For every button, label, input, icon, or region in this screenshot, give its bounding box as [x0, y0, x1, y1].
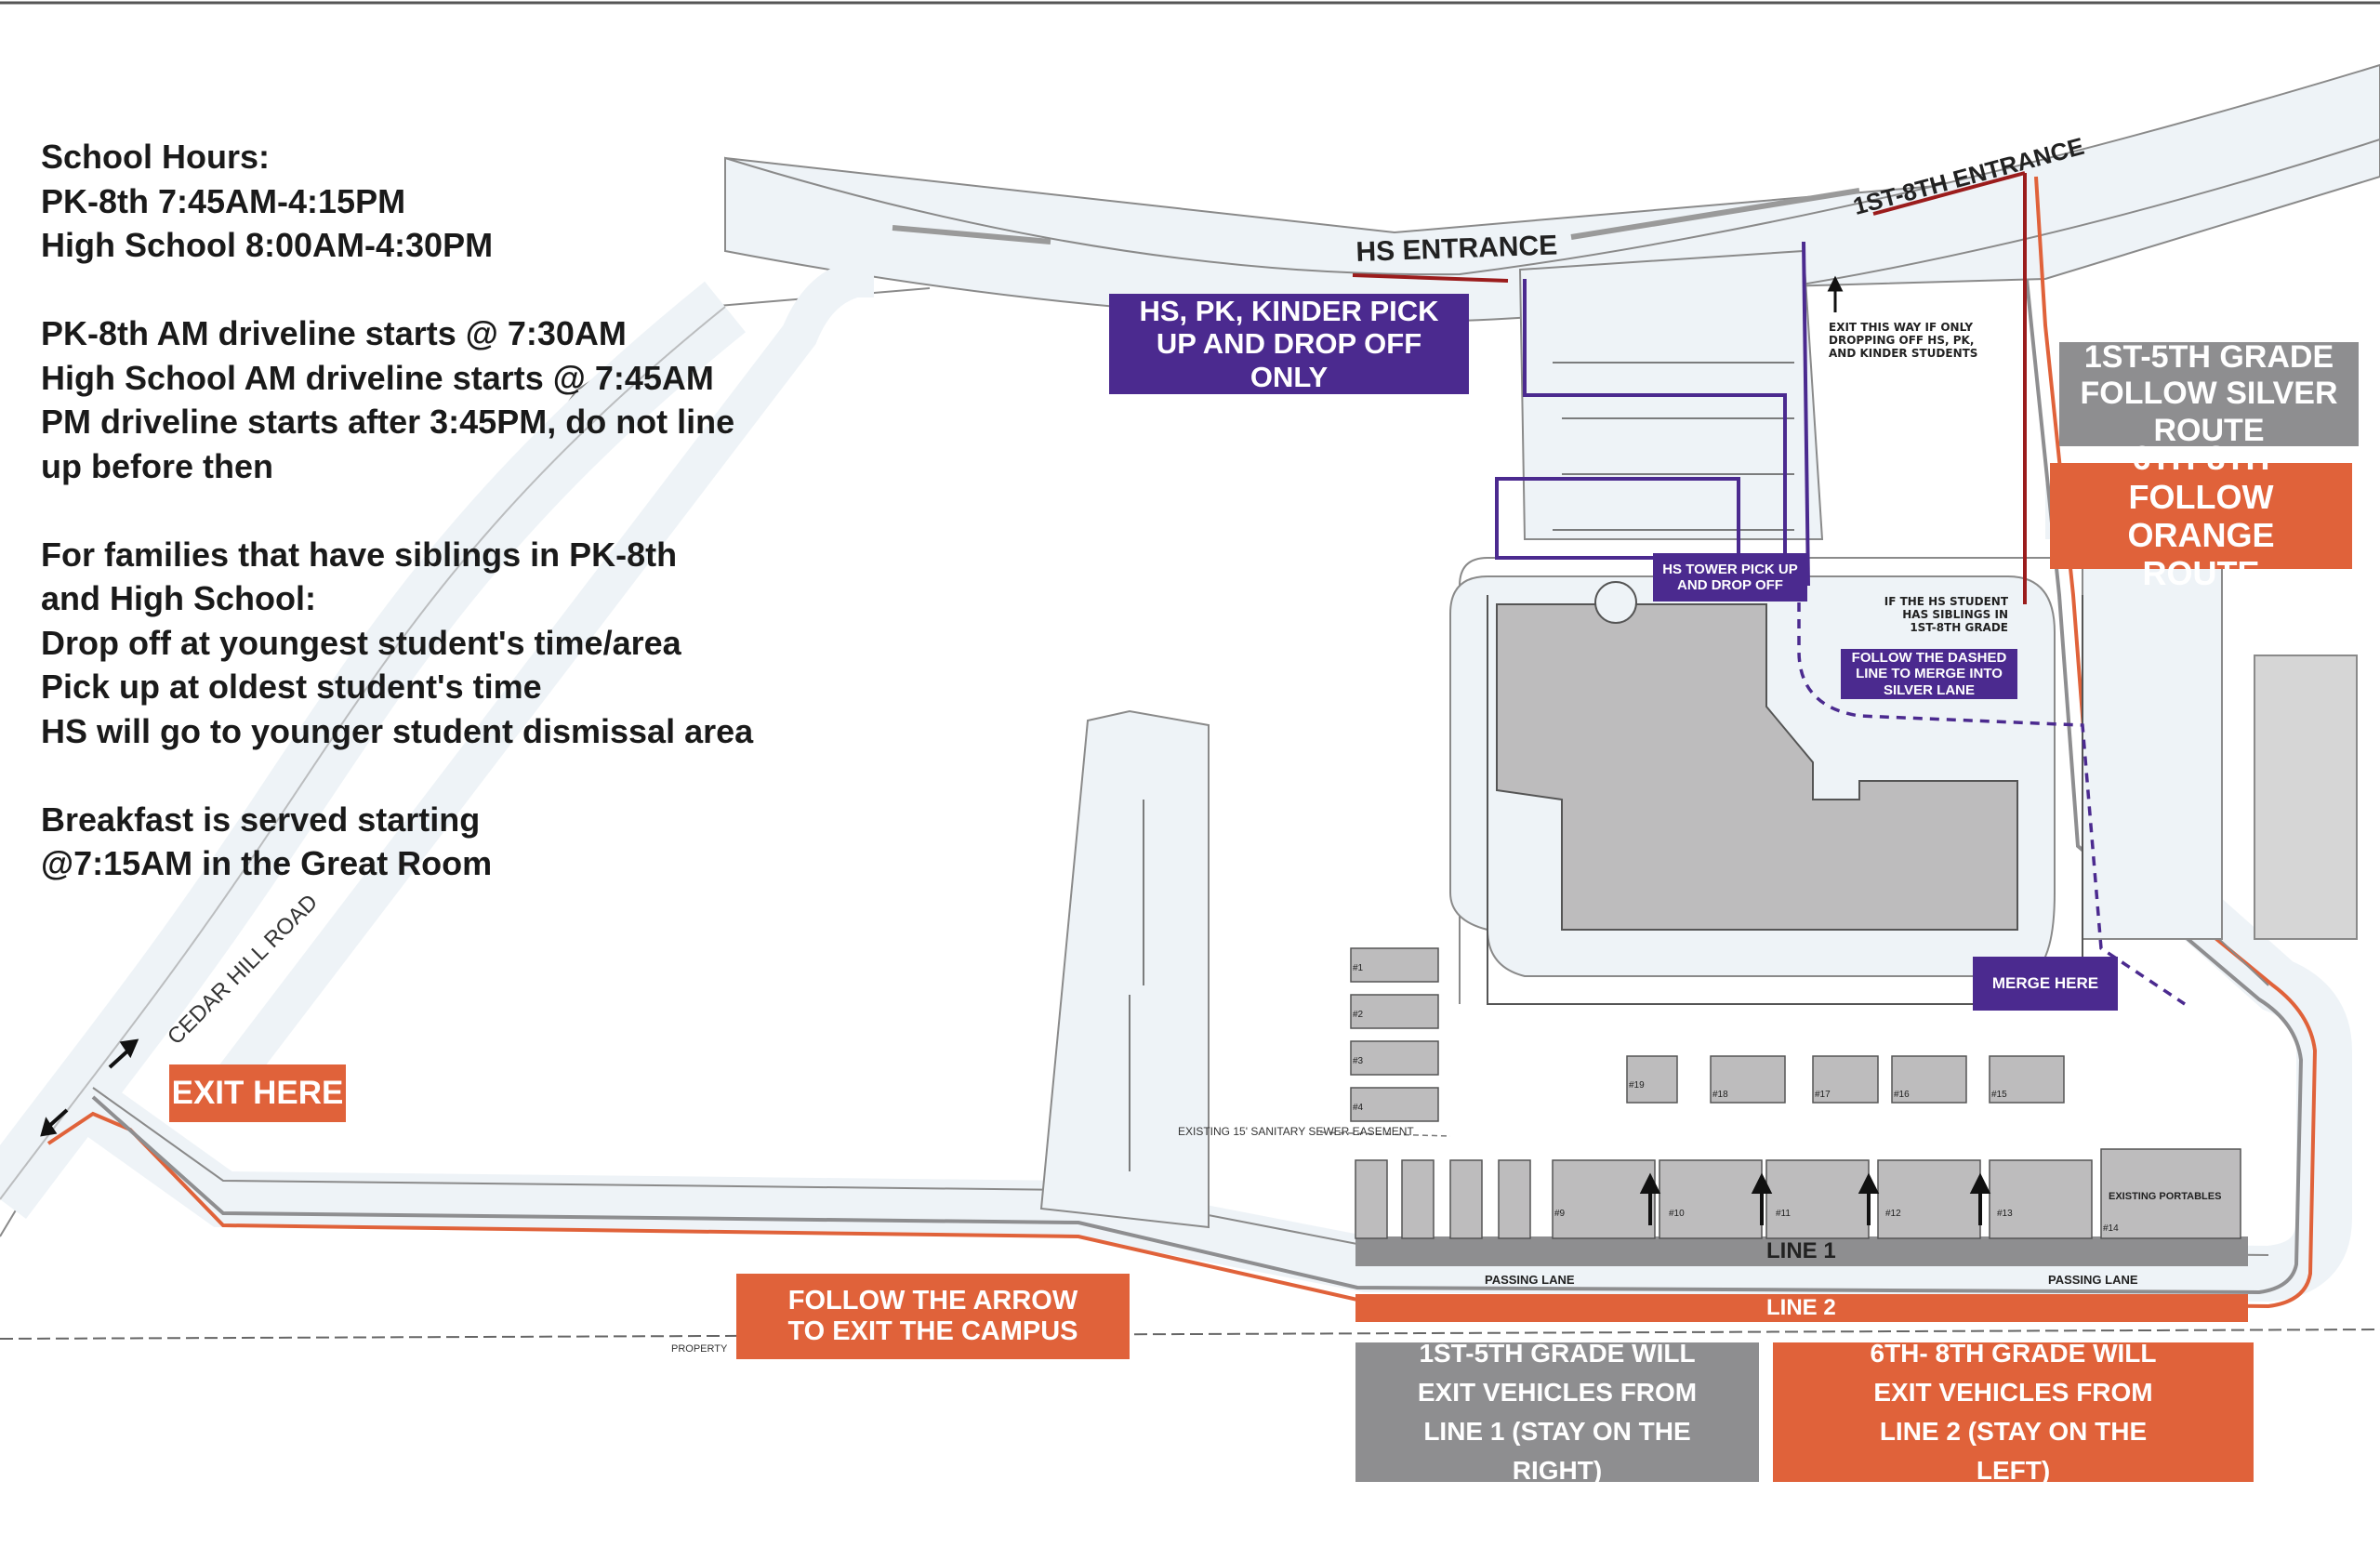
portable-label: #10 [1669, 1209, 1685, 1219]
portable-label: #14 [2103, 1223, 2119, 1234]
school-info: School Hours: PK-8th 7:45AM-4:15PM High Sc… [41, 135, 878, 886]
hs-entrance-marker [1352, 273, 1509, 283]
passing-lane-right: PASSING LANE [2048, 1273, 2138, 1287]
info-line: Breakfast is served starting [41, 800, 481, 839]
info-line: Drop off at youngest student's time/area [41, 623, 681, 662]
exit-here-label: EXIT HERE [169, 1064, 346, 1122]
line2-bar [1355, 1294, 2248, 1322]
info-line: HS will go to younger student dismissal … [41, 711, 754, 750]
info-line: @7:15AM in the Great Room [41, 844, 493, 882]
line1-bar [1355, 1236, 2248, 1266]
entrance-1-8-marker [1872, 171, 2026, 216]
portable-label: #1 [1353, 963, 1364, 973]
info-line: PK-8th 7:45AM-4:15PM [41, 181, 406, 220]
info-line: PM driveline starts after 3:45PM, do not… [41, 403, 735, 441]
info-line: and High School: [41, 579, 316, 617]
portable-label: #11 [1776, 1209, 1791, 1219]
parking-lot-left [1039, 709, 1210, 1229]
info-line: For families that have siblings in PK-8t… [41, 535, 678, 574]
portable-label: #15 [1991, 1090, 2007, 1100]
portables-left-column [1350, 947, 1439, 1122]
exit-note: EXIT THIS WAY IF ONLY DROPPING OFF HS, P… [1829, 321, 1978, 360]
info-line [41, 488, 878, 533]
info-line: High School AM driveline starts @ 7:45AM [41, 358, 714, 397]
top-parking-stalls [1553, 362, 1794, 531]
exit-line2-label: 6TH- 8TH GRADE WILL EXIT VEHICLES FROM L… [1773, 1339, 2254, 1485]
merge-here-label: MERGE HERE [1973, 957, 2118, 1011]
school-building [1496, 603, 2018, 931]
tower-roundabout [1594, 581, 1637, 624]
existing-portables-label: EXISTING PORTABLES [2109, 1191, 2222, 1202]
access-drive-left [218, 260, 874, 1091]
info-line: Pick up at oldest student's time [41, 668, 542, 706]
portable-label: #16 [1894, 1090, 1910, 1100]
sibling-note: IF THE HS STUDENT HAS SIBLINGS IN 1ST-8T… [1884, 595, 2008, 634]
info-line [41, 268, 878, 312]
dashed-line-note: FOLLOW THE DASHED LINE TO MERGE INTO SIL… [1841, 649, 2017, 699]
portable-label: #17 [1815, 1090, 1831, 1100]
info-line: High School 8:00AM-4:30PM [41, 226, 494, 264]
dashed-merge-line [1797, 586, 2186, 1006]
cedar-hill-road-center [0, 306, 726, 1200]
hs-purple-exit [1802, 241, 1810, 587]
sewer-easement-label: EXISTING 15' SANITARY SEWER EASEMENT [1178, 1125, 1414, 1138]
silver-route-line [91, 278, 2304, 1295]
right-hatched-area [2254, 654, 2358, 940]
info-line: up before then [41, 446, 273, 485]
portable-label: #4 [1353, 1103, 1364, 1113]
passing-lane-left: PASSING LANE [1485, 1273, 1575, 1287]
portable-label: #13 [1997, 1209, 2013, 1219]
orange-route-label: 6TH-8TH FOLLOW ORANGE ROUTE [2050, 439, 2352, 592]
portables-upper-row [1626, 1055, 2065, 1104]
parking-stalls-left [1129, 800, 1144, 1171]
follow-arrow-label: FOLLOW THE ARROW TO EXIT THE CAMPUS [736, 1274, 1130, 1359]
exit-line1-label: 1ST-5TH GRADE WILL EXIT VEHICLES FROM LI… [1355, 1339, 1759, 1485]
silver-route-label: 1ST-5TH GRADE FOLLOW SILVER ROUTE [2059, 339, 2359, 448]
exit-up-arrow-icon [1827, 275, 1844, 312]
hs-purple-route [1495, 279, 1787, 560]
info-line: School Hours: [41, 138, 271, 176]
up-arrows [1639, 1172, 1991, 1225]
line1-label: LINE 1 [1766, 1238, 1836, 1263]
hs-tower-label: HS TOWER PICK UP AND DROP OFF [1653, 553, 1807, 602]
portable-label: #9 [1554, 1209, 1566, 1219]
road-median-1 [892, 225, 1051, 245]
right-parking-lot [2082, 557, 2223, 940]
info-line [41, 753, 878, 798]
portable-label: #12 [1885, 1209, 1901, 1219]
property-line [0, 1329, 2380, 1340]
hs-pk-kinder-label: HS, PK, KINDER PICK UP AND DROP OFF ONLY [1109, 294, 1469, 394]
sewer-easement-line [1319, 1131, 1451, 1137]
cedar-hill-arrows [40, 1038, 139, 1137]
line2-label: LINE 2 [1766, 1295, 1836, 1320]
inner-campus-outline [1487, 595, 2083, 1005]
portable-label: #3 [1353, 1056, 1364, 1066]
portable-label: #19 [1629, 1080, 1645, 1091]
portable-label: #18 [1712, 1090, 1728, 1100]
property-label: PROPERTY [671, 1343, 728, 1355]
road-median-2 [1570, 188, 1860, 240]
info-line: PK-8th AM driveline starts @ 7:30AM [41, 314, 627, 352]
portable-label: #2 [1353, 1010, 1364, 1020]
